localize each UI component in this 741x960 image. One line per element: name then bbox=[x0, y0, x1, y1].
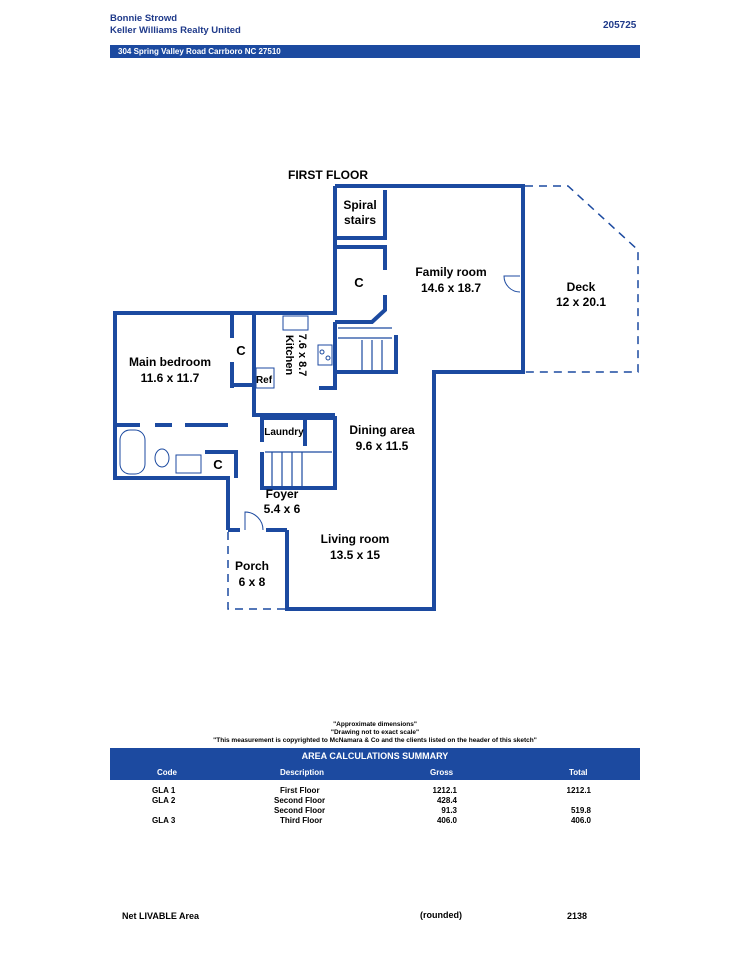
deck-outline bbox=[525, 185, 639, 373]
net-livable-value: 2138 bbox=[567, 911, 588, 921]
row-description: Third Floor bbox=[280, 816, 323, 825]
spiral-stairs-label-1: Spiral bbox=[343, 198, 376, 212]
disclaimer-notes: "Approximate dimensions" "Drawing not to… bbox=[110, 721, 640, 745]
kitchen-sink-icon bbox=[282, 315, 309, 331]
agent-name: Bonnie Strowd bbox=[110, 13, 178, 24]
plan-walls bbox=[113, 184, 525, 611]
row-description: Second Floor bbox=[274, 806, 326, 815]
bath-closet-wall bbox=[205, 450, 238, 478]
stove-icon bbox=[317, 344, 333, 366]
spiral-stairs-label-2: stairs bbox=[344, 213, 376, 227]
header-gross: Gross bbox=[430, 768, 454, 777]
living-room-name: Living room bbox=[321, 532, 390, 546]
fixtures bbox=[119, 315, 333, 475]
laundry-wall bbox=[260, 416, 307, 446]
outer-wall-west bbox=[113, 186, 337, 530]
dining-area-name: Dining area bbox=[349, 423, 415, 437]
family-room-name: Family room bbox=[415, 265, 486, 279]
stair-treads bbox=[265, 327, 392, 486]
row-gross: 91.3 bbox=[441, 806, 457, 815]
laundry-label: Laundry bbox=[264, 427, 304, 438]
deck-door bbox=[503, 275, 521, 293]
bath-sink-icon bbox=[175, 454, 202, 474]
kitchen-dims: 7.6 x 8.7 bbox=[296, 334, 308, 377]
address-text: 304 Spring Valley Road Carrboro NC 27510 bbox=[118, 47, 281, 56]
foyer-dims: 5.4 x 6 bbox=[264, 502, 301, 516]
ref-label: Ref bbox=[256, 375, 273, 386]
family-room-dims: 14.6 x 18.7 bbox=[421, 281, 481, 295]
file-number: 205725 bbox=[603, 20, 637, 31]
row-description: Second Floor bbox=[274, 796, 326, 805]
summary-table: GLA 1 First Floor 1212.1 1212.1 GLA 2 Se… bbox=[110, 786, 640, 830]
net-livable-label: Net LIVABLE Area bbox=[122, 911, 200, 921]
note-scale: "Drawing not to exact scale" bbox=[330, 729, 420, 736]
row-total: 406.0 bbox=[570, 816, 591, 825]
closet-bath-label: C bbox=[213, 457, 223, 472]
porch-name: Porch bbox=[235, 559, 269, 573]
main-bedroom-name: Main bedroom bbox=[129, 355, 211, 369]
note-copyright: "This measurement is copyrighted to McNa… bbox=[213, 737, 537, 744]
floor-title: FIRST FLOOR bbox=[288, 168, 368, 182]
foyer-stair-wall bbox=[260, 416, 337, 490]
summary-header: AREA CALCULATIONS SUMMARY Code Descripti… bbox=[110, 748, 640, 780]
bathtub-icon bbox=[119, 429, 146, 475]
refrigerator-icon bbox=[255, 367, 275, 389]
doors bbox=[244, 275, 521, 531]
kitchen-west-wall bbox=[252, 313, 335, 417]
row-description: First Floor bbox=[280, 786, 320, 795]
living-room-dims: 13.5 x 15 bbox=[330, 548, 380, 562]
row-code: GLA 2 bbox=[152, 796, 176, 805]
kitchen-name: Kitchen bbox=[283, 335, 295, 376]
row-total: 1212.1 bbox=[566, 786, 591, 795]
outer-wall-east bbox=[285, 184, 525, 611]
dining-area-dims: 9.6 x 11.5 bbox=[356, 439, 409, 453]
agent-block: Bonnie Strowd Keller Williams Realty Uni… bbox=[110, 13, 241, 37]
deck-dims: 12 x 20.1 bbox=[556, 295, 606, 309]
header-description: Description bbox=[280, 768, 325, 777]
toilet-icon bbox=[154, 448, 170, 468]
address-bar: 304 Spring Valley Road Carrboro NC 27510 bbox=[110, 45, 640, 58]
row-gross: 1212.1 bbox=[432, 786, 457, 795]
row-code: GLA 3 bbox=[152, 816, 176, 825]
closet-family-wall-b bbox=[335, 295, 387, 324]
kitchen-east-wall bbox=[319, 322, 337, 390]
closet-family-label: C bbox=[354, 275, 364, 290]
stair-wall bbox=[335, 335, 398, 374]
porch-dims: 6 x 8 bbox=[239, 575, 266, 589]
main-bedroom-dims: 11.6 x 11.7 bbox=[141, 371, 200, 385]
note-approximate: "Approximate dimensions" bbox=[333, 721, 417, 728]
burner-icon bbox=[325, 355, 331, 361]
deck-name: Deck bbox=[567, 280, 596, 294]
summary-title: AREA CALCULATIONS SUMMARY bbox=[301, 751, 449, 761]
agency-name: Keller Williams Realty United bbox=[110, 25, 241, 36]
rounded-label: (rounded) bbox=[420, 910, 462, 920]
burner-icon bbox=[319, 349, 325, 355]
row-gross: 428.4 bbox=[436, 796, 457, 805]
row-gross: 406.0 bbox=[436, 816, 457, 825]
row-total: 519.8 bbox=[570, 806, 591, 815]
header-total: Total bbox=[569, 768, 588, 777]
front-door bbox=[244, 511, 264, 531]
header-code: Code bbox=[157, 768, 177, 777]
closet-bedroom-label: C bbox=[236, 343, 246, 358]
foyer-name: Foyer bbox=[266, 487, 299, 501]
exterior-dashed bbox=[227, 185, 639, 610]
spiral-stairs-wall bbox=[335, 190, 387, 240]
row-code: GLA 1 bbox=[152, 786, 176, 795]
porch-outline bbox=[227, 532, 285, 610]
closet-family-wall-a bbox=[335, 245, 387, 270]
